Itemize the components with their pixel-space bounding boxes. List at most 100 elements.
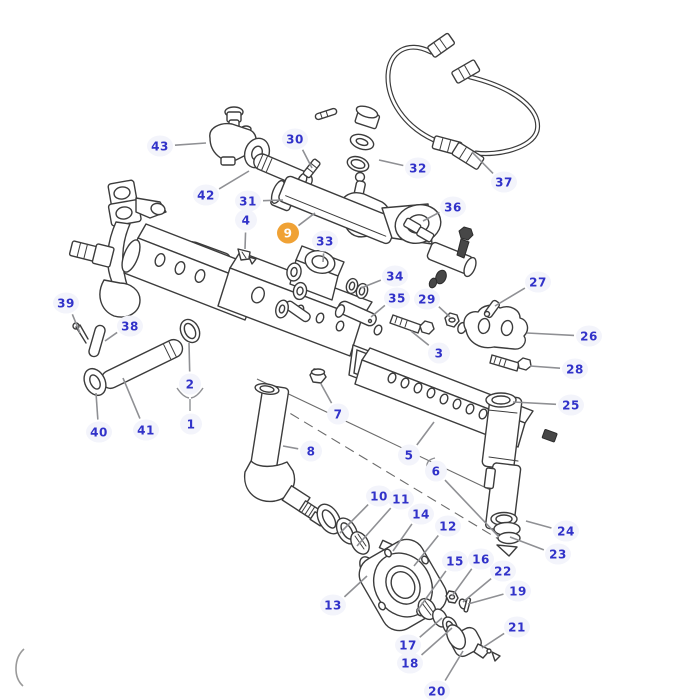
callout-3[interactable]: 3 [428, 342, 450, 364]
callout-34[interactable]: 34 [382, 265, 408, 287]
callout-label-40[interactable]: 40 [90, 426, 108, 440]
callout-label-42[interactable]: 42 [197, 189, 215, 203]
callout-21[interactable]: 21 [504, 616, 530, 638]
callout-label-14[interactable]: 14 [412, 508, 430, 522]
callout-badge[interactable] [327, 403, 349, 425]
callout-badge[interactable] [235, 209, 257, 231]
callout-label-31[interactable]: 31 [239, 195, 257, 209]
callout-10[interactable]: 10 [366, 485, 392, 507]
callout-label-20[interactable]: 20 [428, 685, 446, 699]
callout-badge[interactable] [405, 157, 431, 179]
callout-badge[interactable] [180, 413, 202, 435]
callout-1[interactable]: 1 [180, 413, 202, 435]
callout-badge[interactable] [468, 548, 494, 570]
callout-badge[interactable] [558, 394, 584, 416]
callout-label-34[interactable]: 34 [386, 270, 404, 284]
callout-badge[interactable] [235, 190, 261, 212]
callout-badge[interactable] [428, 342, 450, 364]
callout-badge[interactable] [300, 440, 322, 462]
callout-30[interactable]: 30 [282, 128, 308, 150]
callout-label-27[interactable]: 27 [529, 276, 547, 290]
callout-label-10[interactable]: 10 [370, 490, 388, 504]
callout-8[interactable]: 8 [300, 440, 322, 462]
callout-label-36[interactable]: 36 [444, 201, 462, 215]
callout-badge[interactable] [553, 520, 579, 542]
callout-badge[interactable] [525, 271, 551, 293]
callout-badge[interactable] [395, 634, 421, 656]
callout-label-33[interactable]: 33 [316, 235, 334, 249]
callout-badge[interactable] [384, 287, 410, 309]
callout-label-21[interactable]: 21 [508, 621, 526, 635]
callout-label-2[interactable]: 2 [186, 378, 195, 392]
callout-label-30[interactable]: 30 [286, 133, 304, 147]
callout-29[interactable]: 29 [414, 288, 440, 310]
callout-label-23[interactable]: 23 [549, 548, 567, 562]
callout-badge[interactable] [133, 419, 159, 441]
callout-14[interactable]: 14 [408, 503, 434, 525]
callout-badge[interactable] [179, 373, 201, 395]
callout-4[interactable]: 4 [235, 209, 257, 231]
callout-label-37[interactable]: 37 [495, 176, 513, 190]
callout-label-8[interactable]: 8 [307, 445, 316, 459]
callout-12[interactable]: 12 [435, 515, 461, 537]
callout-badge[interactable] [491, 171, 517, 193]
callout-40[interactable]: 40 [86, 421, 112, 443]
callout-9[interactable]: 9 [277, 222, 299, 244]
callout-badge[interactable] [320, 594, 346, 616]
callout-label-5[interactable]: 5 [405, 449, 414, 463]
callout-badge[interactable] [425, 460, 447, 482]
callout-label-38[interactable]: 38 [121, 320, 139, 334]
callout-badge[interactable] [490, 560, 516, 582]
highlighted-callout-badge[interactable] [277, 222, 299, 244]
callout-label-25[interactable]: 25 [562, 399, 580, 413]
callout-label-24[interactable]: 24 [557, 525, 575, 539]
callout-23[interactable]: 23 [545, 543, 571, 565]
callout-label-11[interactable]: 11 [392, 493, 410, 507]
callout-badge[interactable] [382, 265, 408, 287]
callout-25[interactable]: 25 [558, 394, 584, 416]
callout-19[interactable]: 19 [505, 580, 531, 602]
callout-7[interactable]: 7 [327, 403, 349, 425]
callout-label-19[interactable]: 19 [509, 585, 527, 599]
callout-36[interactable]: 36 [440, 196, 466, 218]
callout-42[interactable]: 42 [193, 184, 219, 206]
callout-24[interactable]: 24 [553, 520, 579, 542]
callout-label-32[interactable]: 32 [409, 162, 427, 176]
callout-badge[interactable] [576, 325, 602, 347]
callout-badge[interactable] [398, 444, 420, 466]
callout-badge[interactable] [86, 421, 112, 443]
callout-label-15[interactable]: 15 [446, 555, 464, 569]
callout-label-43[interactable]: 43 [151, 140, 169, 154]
callout-27[interactable]: 27 [525, 271, 551, 293]
callout-badge[interactable] [504, 616, 530, 638]
callout-label-17[interactable]: 17 [399, 639, 417, 653]
callout-badge[interactable] [440, 196, 466, 218]
callout-badge[interactable] [442, 550, 468, 572]
callout-label-22[interactable]: 22 [494, 565, 512, 579]
callout-badge[interactable] [545, 543, 571, 565]
callout-11[interactable]: 11 [388, 488, 414, 510]
callout-badge[interactable] [193, 184, 219, 206]
callout-badge[interactable] [312, 230, 338, 252]
callout-32[interactable]: 32 [405, 157, 431, 179]
callout-15[interactable]: 15 [442, 550, 468, 572]
callout-37[interactable]: 37 [491, 171, 517, 193]
callout-label-16[interactable]: 16 [472, 553, 490, 567]
callout-badge[interactable] [388, 488, 414, 510]
callout-label-13[interactable]: 13 [324, 599, 342, 613]
callout-label-28[interactable]: 28 [566, 363, 584, 377]
callout-17[interactable]: 17 [395, 634, 421, 656]
callout-badge[interactable] [53, 292, 79, 314]
callout-38[interactable]: 38 [117, 315, 143, 337]
callout-41[interactable]: 41 [133, 419, 159, 441]
callout-39[interactable]: 39 [53, 292, 79, 314]
callout-label-7[interactable]: 7 [334, 408, 343, 422]
callout-label-29[interactable]: 29 [418, 293, 436, 307]
callout-label-6[interactable]: 6 [432, 465, 441, 479]
callout-badge[interactable] [424, 680, 450, 700]
callout-22[interactable]: 22 [490, 560, 516, 582]
callout-badge[interactable] [397, 652, 423, 674]
callout-26[interactable]: 26 [576, 325, 602, 347]
callout-20[interactable]: 20 [424, 680, 450, 700]
callout-badge[interactable] [562, 358, 588, 380]
